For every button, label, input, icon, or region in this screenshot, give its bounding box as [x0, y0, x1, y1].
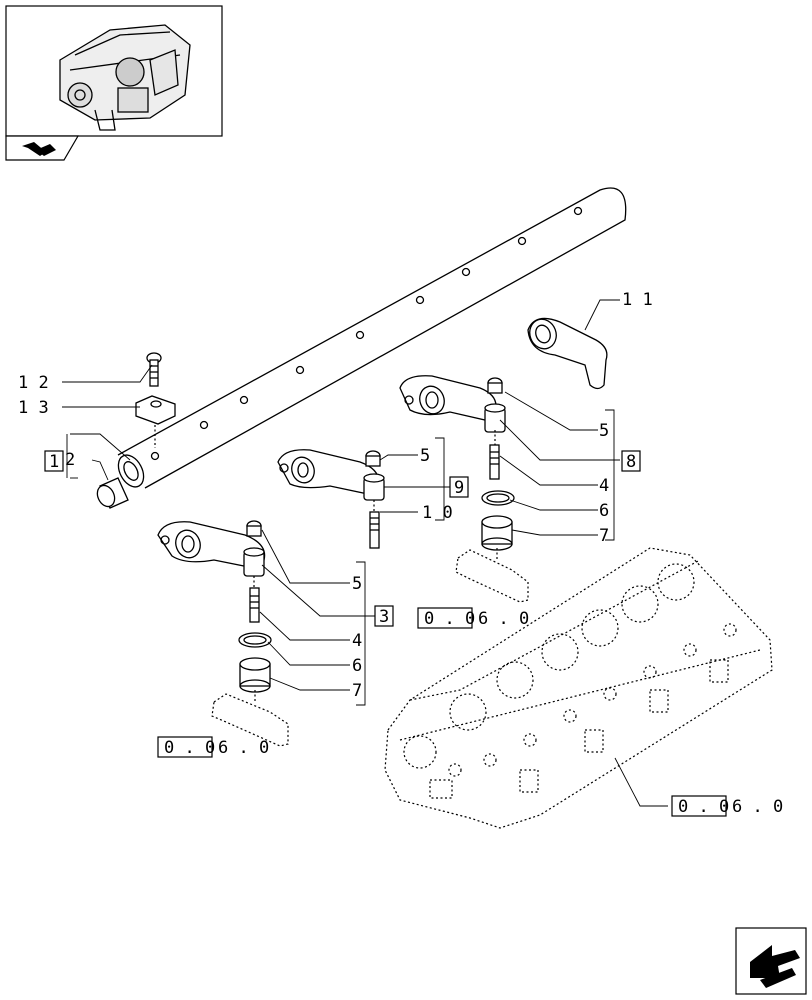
- group-box-1[interactable]: 1: [44, 450, 64, 472]
- rocker-arm-group-9: [277, 449, 385, 549]
- reference-tail-text: 6 . 0: [218, 738, 269, 758]
- callout-6[interactable]: 6: [352, 656, 362, 676]
- block-13: [135, 395, 176, 425]
- group-box-label: 8: [626, 452, 636, 472]
- group-box-8[interactable]: 8: [621, 450, 641, 472]
- next-page-arrow-icon[interactable]: [735, 927, 807, 995]
- shaft-plug: [96, 477, 129, 509]
- callout-6[interactable]: 6: [599, 501, 609, 521]
- group-box-label: 3: [379, 607, 389, 627]
- leader-lines: [62, 299, 668, 807]
- reference-boxed-text: 0 . 0: [424, 609, 475, 629]
- callout-11[interactable]: 1 1: [622, 290, 653, 310]
- reference-link[interactable]: 0 . 0 6 . 0: [157, 736, 269, 758]
- callout-7[interactable]: 7: [352, 681, 362, 701]
- group-brackets: [66, 409, 615, 706]
- reference-boxed-text: 0 . 0: [164, 738, 215, 758]
- callout-10[interactable]: 1 0: [422, 503, 453, 523]
- callout-5[interactable]: 5: [352, 574, 362, 594]
- reference-link[interactable]: 0 . 0 6 . 0: [417, 607, 529, 629]
- reference-boxed-text: 0 . 0: [678, 797, 729, 817]
- reference-link[interactable]: 0 . 0 6 . 0: [671, 795, 783, 817]
- group-box-3[interactable]: 3: [374, 605, 394, 627]
- reference-tail-text: 6 . 0: [478, 609, 529, 629]
- reference-tail-text: 6 . 0: [732, 797, 783, 817]
- group-box-label: 1: [49, 452, 59, 472]
- callout-5[interactable]: 5: [420, 446, 430, 466]
- callout-labels: 1 2 1 3 1 1 1 0 5 5 5 4 4 6 6 7 7 2: [18, 290, 653, 701]
- rocker-arm-11: [527, 317, 608, 390]
- callout-2[interactable]: 2: [65, 450, 75, 470]
- callout-7[interactable]: 7: [599, 526, 609, 546]
- cylinder-head: [384, 547, 773, 829]
- group-box-9[interactable]: 9: [449, 476, 469, 498]
- screw-12: [146, 352, 162, 387]
- callout-5[interactable]: 5: [599, 421, 609, 441]
- engine-thumbnail[interactable]: [5, 5, 223, 137]
- rocker-arm-group-8: [399, 375, 529, 603]
- callout-4[interactable]: 4: [352, 631, 362, 651]
- callout-12[interactable]: 1 2: [18, 373, 49, 393]
- book-icon[interactable]: [5, 135, 80, 161]
- rocker-arm-group-3: [157, 520, 289, 747]
- callout-4[interactable]: 4: [599, 476, 609, 496]
- rocker-shaft: [117, 187, 627, 489]
- callout-13[interactable]: 1 3: [18, 398, 49, 418]
- group-box-label: 9: [454, 478, 464, 498]
